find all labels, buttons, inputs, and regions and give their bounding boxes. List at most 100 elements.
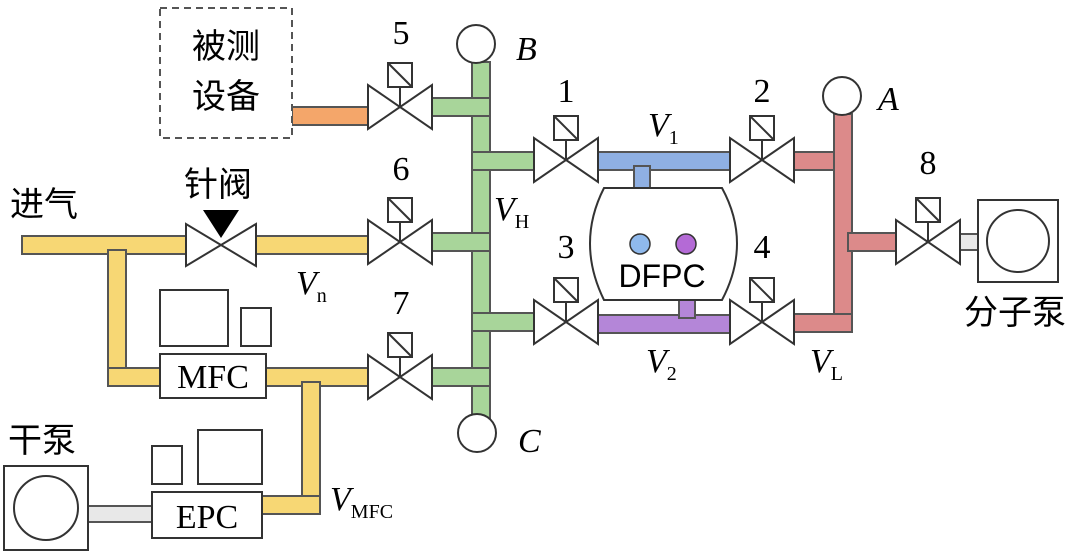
needle-valve-right xyxy=(219,222,257,268)
manifold-to-valve1 xyxy=(471,151,535,171)
valve-number-6: 6 xyxy=(393,151,410,188)
needle-valve-tip xyxy=(203,210,239,238)
inlet-label: 进气 xyxy=(10,185,78,225)
valve-body-right xyxy=(760,136,795,184)
dfpc-ball-blue xyxy=(629,233,651,255)
vl-riser-pipe xyxy=(833,113,853,333)
epc-top-block-large xyxy=(197,429,263,485)
valve-body-right xyxy=(398,83,433,131)
manifold-to-valve5 xyxy=(429,97,491,117)
molecular-pump: 分子泵 xyxy=(964,199,1066,333)
solenoid-diagonal xyxy=(553,277,579,303)
valve-body-right xyxy=(398,218,433,266)
manifold-to-valve6 xyxy=(429,232,491,252)
inlet-pipe xyxy=(21,235,191,255)
mfc-unit: MFC xyxy=(159,289,272,399)
gauge-c xyxy=(457,413,497,453)
v1-drop-pipe xyxy=(633,165,651,189)
valve-3 xyxy=(533,277,599,346)
vl-to-valve8 xyxy=(847,232,899,252)
gauge-b-label: B xyxy=(516,31,537,68)
mfc-top-block-small xyxy=(240,307,272,347)
valve-body-left xyxy=(533,136,568,184)
dry-pump-label: 干泵 xyxy=(8,421,76,461)
vmfc-label: VMFC xyxy=(330,481,393,523)
dfpc-ball-purple xyxy=(675,233,697,255)
valve-body-left xyxy=(729,136,764,184)
epc-outlet-pipe xyxy=(261,495,321,515)
epc-top-block-small xyxy=(151,445,183,485)
valve-6 xyxy=(367,197,433,266)
solenoid-diagonal xyxy=(387,332,413,358)
valve-body-left xyxy=(367,83,402,131)
valve-8 xyxy=(895,197,961,266)
gauges: B A C xyxy=(456,24,899,460)
valve-body-right xyxy=(398,353,433,401)
valve-number-7: 7 xyxy=(393,285,410,322)
epc-label: EPC xyxy=(176,499,238,536)
molecular-pump-label: 分子泵 xyxy=(964,293,1066,333)
gauge-a xyxy=(822,76,862,116)
dfpc-vessel: DFPC xyxy=(589,187,738,301)
valve-2 xyxy=(729,115,795,184)
v2-pipe xyxy=(595,314,731,334)
solenoid-diagonal xyxy=(553,115,579,141)
gauge-a-label: A xyxy=(876,81,899,118)
v1-label: V1 xyxy=(648,107,679,149)
molecular-pump-rotor xyxy=(986,209,1050,273)
dry-pump-rotor xyxy=(13,475,79,541)
vl-label: VL xyxy=(810,343,843,385)
v1-pipe xyxy=(595,151,731,171)
valve-number-4: 4 xyxy=(754,229,771,266)
manifold-to-valve3 xyxy=(471,312,535,332)
valve-body-left xyxy=(533,298,568,346)
device-box xyxy=(159,7,293,139)
needle-valve-left xyxy=(185,222,223,268)
needle-valve-label: 针阀 xyxy=(184,165,252,205)
valve-numbers: 1 2 3 4 5 6 7 8 xyxy=(393,15,937,322)
valve-7 xyxy=(367,332,433,401)
device-under-test: 被测 设备 xyxy=(159,7,293,139)
valve-number-2: 2 xyxy=(754,73,771,110)
valve-number-1: 1 xyxy=(558,73,575,110)
solenoid-diagonal xyxy=(387,197,413,223)
valve-body-left xyxy=(367,353,402,401)
v2-label: V2 xyxy=(646,343,677,385)
mfc-label: MFC xyxy=(177,359,249,396)
mfc-top-block-large xyxy=(159,289,229,347)
needle-valve: 针阀 xyxy=(184,165,257,268)
device-label-line1: 被测 xyxy=(192,27,260,67)
drypump-connector xyxy=(87,505,153,523)
epc-riser-pipe xyxy=(301,381,321,515)
vl-bottom-pipe xyxy=(791,313,853,333)
valve-body-left xyxy=(367,218,402,266)
vn-label: Vn xyxy=(296,265,327,307)
solenoid-diagonal xyxy=(749,115,775,141)
valve-number-3: 3 xyxy=(558,229,575,266)
dfpc-body xyxy=(589,187,738,301)
vh-label: VH xyxy=(494,191,529,233)
valve-body-left xyxy=(895,218,930,266)
valves xyxy=(367,62,961,401)
mfc-box xyxy=(159,353,267,399)
device-pipe xyxy=(291,106,369,126)
valve-number-5: 5 xyxy=(393,15,410,52)
mfc-branch-pipe xyxy=(107,249,127,387)
valve-body-right xyxy=(926,218,961,266)
volume-labels: V1 V2 VH VL Vn VMFC xyxy=(296,107,843,523)
dry-pump: 干泵 xyxy=(3,421,89,551)
solenoid-diagonal xyxy=(915,197,941,223)
valve-body-left xyxy=(729,298,764,346)
epc-unit: EPC xyxy=(151,429,263,539)
needle-to-valve6-pipe xyxy=(251,235,371,255)
valve-body-right xyxy=(564,298,599,346)
epc-box xyxy=(151,491,263,539)
solenoid-diagonal xyxy=(387,62,413,88)
solenoid-diagonal xyxy=(749,277,775,303)
manifold-to-valve7 xyxy=(429,367,491,387)
mfc-inlet-pipe xyxy=(107,367,167,387)
valve-4 xyxy=(729,277,795,346)
gauge-c-label: C xyxy=(518,423,541,460)
valve-body-right xyxy=(760,298,795,346)
